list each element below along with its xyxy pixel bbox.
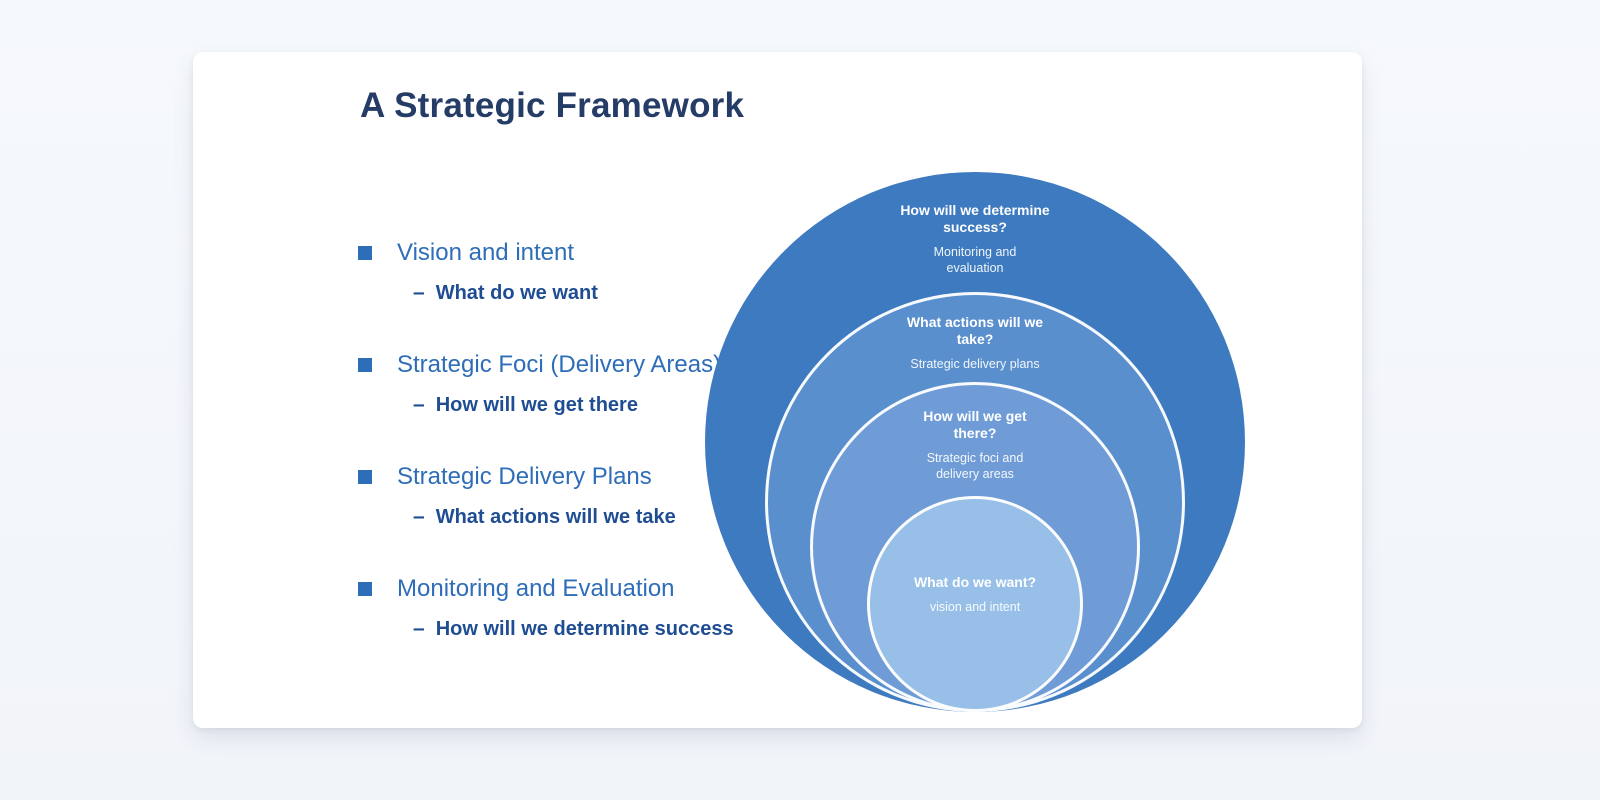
ring-label-outer: How will we determine success? Monitorin… <box>705 202 1245 276</box>
slide-title: A Strategic Framework <box>360 86 745 125</box>
bullet-square-icon <box>358 470 372 484</box>
bullet-square-icon <box>358 582 372 596</box>
ring-label-third: How will we get there? Strategic foci an… <box>705 408 1245 482</box>
ring-question: How will we determine success? <box>900 202 1050 236</box>
bullet-label: Strategic Foci (Delivery Areas) <box>397 351 722 378</box>
dash-icon: – <box>413 393 425 416</box>
ring-label-second: What actions will we take? Strategic del… <box>705 314 1245 373</box>
bullet-sub-label: What do we want <box>435 281 598 304</box>
bullet-item: Monitoring and Evaluation – How will we … <box>358 574 778 642</box>
bullet-label: Monitoring and Evaluation <box>397 575 675 602</box>
bullet-sub-label: What actions will we take <box>435 505 676 528</box>
bullet-sub-label: How will we get there <box>435 393 638 416</box>
ring-question: How will we get there? <box>923 408 1027 442</box>
ring-question: What do we want? <box>913 574 1037 590</box>
dash-icon: – <box>413 505 425 528</box>
bullet-square-icon <box>358 246 372 260</box>
bullet-sub-label: How will we determine success <box>435 617 734 640</box>
ring-question: What actions will we take? <box>906 314 1044 348</box>
ring-answer: vision and intent <box>929 600 1021 615</box>
ring-circle-inner <box>867 496 1083 712</box>
dash-icon: – <box>413 281 425 304</box>
ring-answer: Monitoring and evaluation <box>933 245 1017 275</box>
bullet-label: Strategic Delivery Plans <box>397 463 652 490</box>
bullet-list: Vision and intent – What do we want Stra… <box>358 238 778 686</box>
ring-answer: Strategic delivery plans <box>910 357 1040 372</box>
bullet-square-icon <box>358 358 372 372</box>
bullet-item: Vision and intent – What do we want <box>358 238 778 306</box>
ring-answer: Strategic foci and delivery areas <box>926 451 1024 481</box>
bullet-label: Vision and intent <box>397 239 575 266</box>
ring-label-inner: What do we want? vision and intent <box>705 574 1245 616</box>
bullet-item: Strategic Delivery Plans – What actions … <box>358 462 778 530</box>
dash-icon: – <box>413 617 425 640</box>
slide-card: A Strategic Framework Vision and intent … <box>193 52 1362 728</box>
bullet-item: Strategic Foci (Delivery Areas) – How wi… <box>358 350 778 418</box>
nested-circles-diagram: How will we determine success? Monitorin… <box>705 172 1245 712</box>
